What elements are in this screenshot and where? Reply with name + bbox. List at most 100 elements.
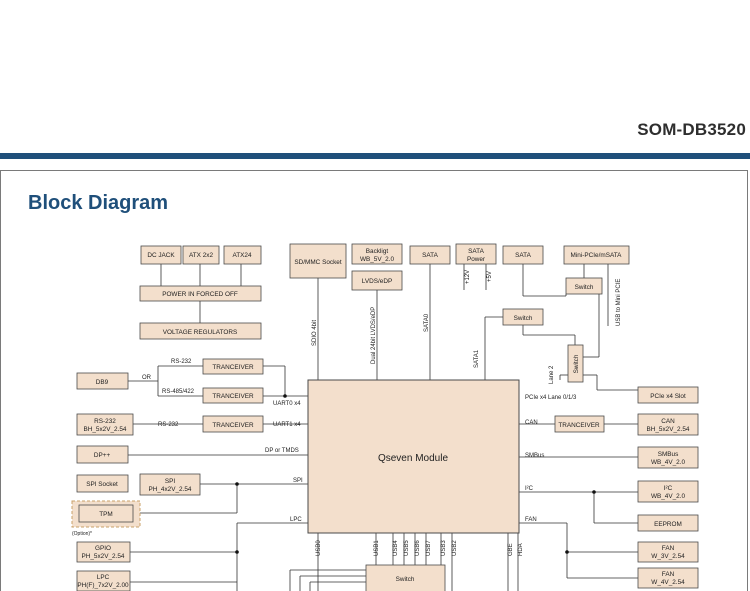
sata0-block [409,245,451,265]
spi-socket-block [76,474,129,493]
switch-a-block [565,277,603,295]
tranceiver-1-label: TRANCEIVER [212,364,254,371]
lpc-line-label: LPC [290,517,302,523]
mini-pcie-msata-label: Mini-PCIe/mSATA [571,252,623,259]
sdio-bus-label: SDIO 4bit [312,320,318,346]
sdmmc-socket-label: SD/MMC Socket [294,259,341,266]
gpio-header-block [76,541,131,563]
plus12v-label: +12V [465,270,471,284]
hda-label: HDA [518,543,524,556]
lpc-header-block [76,570,131,591]
bottom-switch-block [365,564,446,591]
uart0-line-label: UART0 x4 [273,401,301,407]
pcie-x4-slot-label: PCIe x4 Slot [650,393,686,400]
uart1-line-label: UART1 x4 [273,422,301,428]
can-tranceiver-label: TRANCEIVER [558,422,600,429]
switch-b-block [502,308,544,326]
can-line-label: CAN [525,420,538,426]
qseven-module-block: Qseven Module [307,379,520,534]
can-header-label-2: BH_5x2V_2.54 [647,426,690,433]
fan-2-header-label-2: W_4V_2.54 [651,579,685,586]
atx2x2-label: ATX 2x2 [189,252,213,259]
gpio-header-label-2: PH_5x2V_2.54 [82,553,125,560]
right-blocks: PCIe x4 Slot TRANCEIVER CAN BH_5x2V_2.54… [365,386,699,591]
usb1-label: USB1 [374,540,380,556]
diagram-panel [0,170,748,591]
sata0-label: SATA [422,252,438,259]
lane2-label: Lane 2 [549,365,555,384]
sata1-label: SATA [515,252,531,259]
tpm-label: TPM [99,511,113,518]
spi-socket-label: SPI Socket [86,481,118,488]
gbe-label: GBE [508,543,514,556]
rs232-header-block [76,413,134,436]
db9-block [76,372,129,390]
smbus-header-block [637,446,699,469]
rs232-a-line-label: RS-232 [171,359,192,365]
atx24-block [223,245,262,265]
backlight-label-2: WB_5V_2.0 [360,256,395,263]
tranceiver-3-label: TRANCEIVER [212,422,254,429]
sata-power-label-2: Power [467,256,486,263]
backlight-label-1: Backligt [366,248,389,255]
rs232-b-line-label: RS-232 [158,422,179,428]
i2c-line-label: I²C [525,486,534,492]
lpc-header-label-1: LPC [97,574,110,581]
tranceiver-2-block [202,387,264,404]
sata1-block [502,245,544,265]
i2c-header-label-1: I²C [664,485,673,492]
document-code: SOM-DB3520 [637,120,746,139]
switch-a-label: Switch [575,284,594,291]
switch-b-label: Switch [514,315,533,322]
bottom-switch-label: Switch [396,576,415,583]
dc-jack-label: DC JACK [147,252,175,259]
spi-header-label-1: SPI [165,478,176,485]
tranceiver-3-block [202,415,264,433]
switch-c-block [567,344,584,383]
spi-line-label: SPI [293,478,303,484]
atx24-label: ATX24 [232,252,252,259]
i2c-header-label-2: WB_4V_2.0 [651,493,686,500]
plus5v-label: +5V [487,271,493,282]
left-blocks: DB9 TRANCEIVER TRANCEIVER TRANCEIVER RS-… [71,358,264,591]
dp-label: DP++ [94,452,111,459]
can-header-block [637,413,699,436]
eeprom-label: EEPROM [654,521,682,528]
db9-label: DB9 [96,379,109,386]
tpm-option-note: (Option)* [72,531,92,537]
lvds-bus-label: Dual 24bit LVDS/eDP [371,307,377,364]
tranceiver-1-block [202,358,264,375]
header-rule [0,153,750,159]
power-forced-off-block [139,285,262,302]
fan-1-header-block [637,541,699,563]
spi-header-block [139,473,201,496]
fan-2-header-block [637,567,699,589]
usb-to-minipcie-label: USB to Mini PCIE [616,279,622,326]
sata-power-block [455,243,497,265]
section-title: Block Diagram [28,192,169,214]
lvds-edp-block [351,270,403,291]
pcie-x4-slot-block [637,386,699,404]
fan-1-header-label-2: W_3V_2.54 [651,553,685,560]
dp-block [76,445,129,464]
rs232-header-label-1: RS-232 [94,418,116,425]
i2c-header-block [637,480,699,503]
fan-2-header-label-1: FAN [662,571,675,578]
usb2-label: USB2 [452,540,458,556]
sdmmc-socket-block [289,243,347,279]
usb7-label: USB7 [426,540,432,556]
voltage-regulators-label: VOLTAGE REGULATORS [163,329,237,336]
power-blocks: DC JACK ATX 2x2 ATX24 POWER IN FORCED OF… [139,245,262,340]
atx2x2-block [182,245,220,265]
smbus-line-label: SMBus [525,453,544,459]
rs485-line-label: RS-485/422 [162,389,195,395]
rs232-header-label-2: BH_5x2V_2.54 [84,426,127,433]
fan-1-header-label-1: FAN [662,545,675,552]
switch-c-label: Switch [573,354,580,373]
lpc-header-label-2: PH(F)_7x2V_2.00 [77,582,129,589]
lvds-edp-label: LVDS/eDP [362,278,392,285]
tpm-block [78,504,134,523]
eeprom-block [637,514,699,532]
junction-dots [235,394,596,554]
qseven-module-label: Qseven Module [378,453,448,464]
